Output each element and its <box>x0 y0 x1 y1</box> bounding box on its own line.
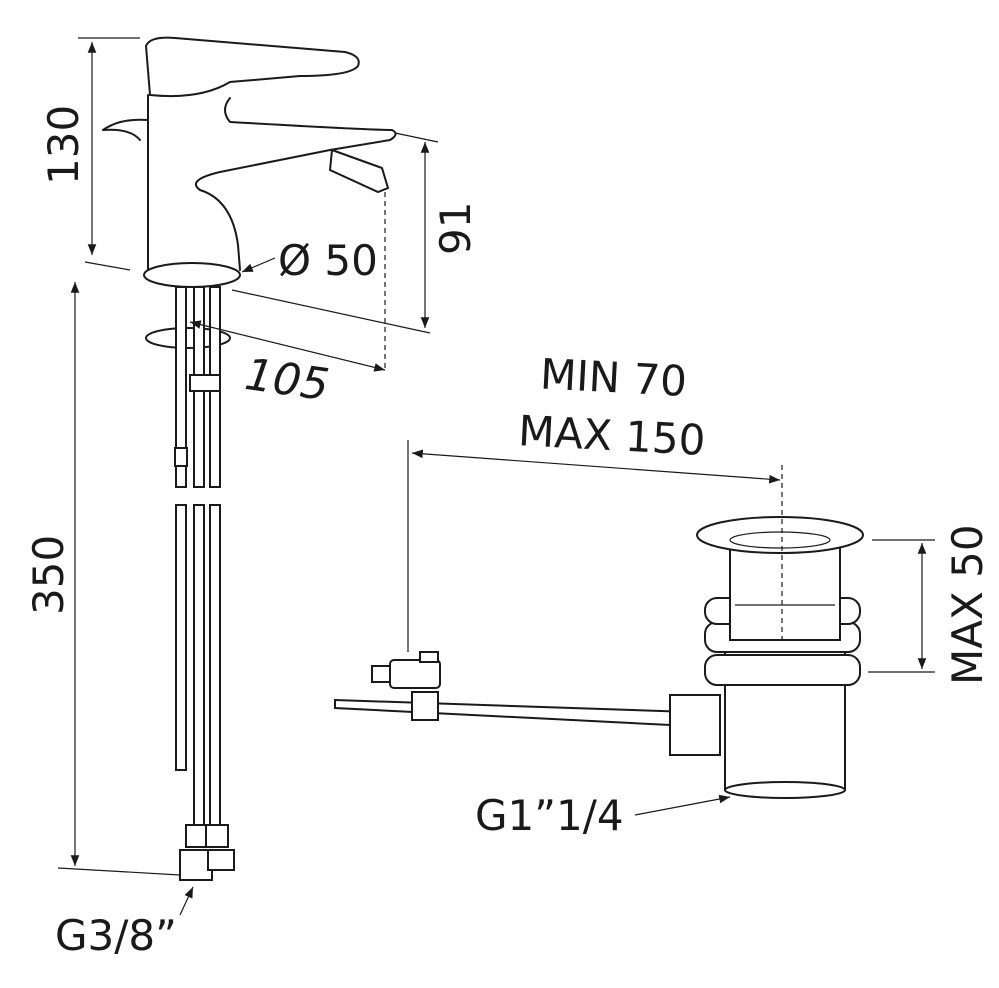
pop-up-waste <box>334 516 864 799</box>
max-50-label: MAX 50 <box>943 524 992 685</box>
height-91-label: 91 <box>431 202 480 255</box>
waste-dimensions: MIN 70 MAX 150 MAX 50 G1”1/4 <box>407 349 992 840</box>
max-150-label: MAX 150 <box>517 406 707 465</box>
rod-length-dimension <box>411 449 781 484</box>
waste-ring <box>704 654 861 686</box>
height-130-label: 130 <box>39 105 88 185</box>
diameter-50-label: Ø 50 <box>278 236 378 285</box>
faucet-spout-nozzle <box>328 148 390 194</box>
thread-g114-label: G1”1/4 <box>475 791 624 840</box>
faucet-base <box>143 262 241 288</box>
faucet-dimensions: 130 91 Ø 50 105 350 G3/8” <box>24 37 480 960</box>
hose-350-label: 350 <box>24 535 73 615</box>
reach-105-dimension <box>189 320 386 372</box>
waste-lever-nut <box>669 694 721 756</box>
hose-nut <box>179 849 213 881</box>
bidet-faucet <box>102 36 397 881</box>
hose <box>175 286 187 488</box>
reach-105-label: 105 <box>242 349 332 411</box>
min-70-label: MIN 70 <box>539 349 688 406</box>
thread-g38-label: G3/8” <box>55 911 177 960</box>
waste-rod <box>334 698 691 728</box>
faucet-lever <box>144 36 360 98</box>
